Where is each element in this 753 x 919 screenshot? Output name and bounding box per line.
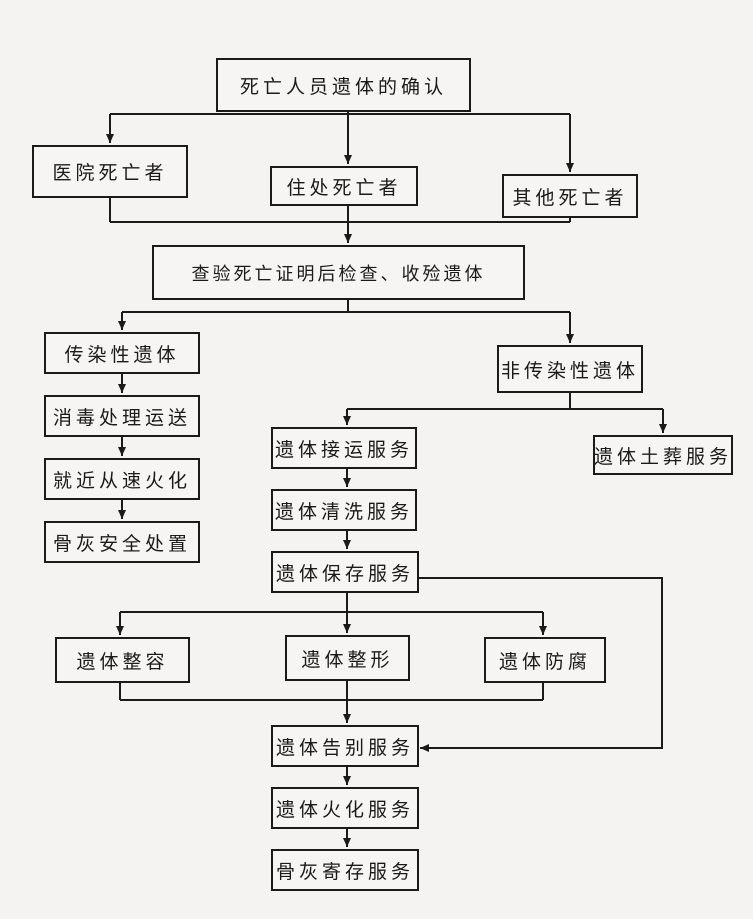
node-hospital-death: 医院死亡者 <box>32 145 188 198</box>
node-ash-disposal: 骨灰安全处置 <box>44 521 200 563</box>
edge-storage-farewell-bypass <box>419 577 663 752</box>
node-body-reshaping: 遗体整形 <box>285 635 410 681</box>
node-body-preservation: 遗体防腐 <box>484 637 606 683</box>
node-other-death: 其他死亡者 <box>502 174 638 218</box>
node-infectious-body: 传染性遗体 <box>44 332 200 374</box>
node-body-storage-service: 遗体保存服务 <box>271 551 419 593</box>
node-body-makeup: 遗体整容 <box>55 637 190 683</box>
node-residence-death: 住处死亡者 <box>270 166 418 206</box>
node-burial-service: 遗体土葬服务 <box>593 435 733 475</box>
node-noninfectious-body: 非传染性遗体 <box>497 345 643 393</box>
node-inspect-certificate: 查验死亡证明后检查、收殓遗体 <box>152 245 525 300</box>
node-farewell-service: 遗体告别服务 <box>271 725 419 767</box>
node-body-washing-service: 遗体清洗服务 <box>271 489 417 531</box>
node-cremate-nearby: 就近从速火化 <box>44 458 200 500</box>
node-ash-storage-service: 骨灰寄存服务 <box>271 849 419 891</box>
node-cremation-service: 遗体火化服务 <box>271 787 419 829</box>
node-body-confirmation: 死亡人员遗体的确认 <box>216 58 471 112</box>
node-body-transport-service: 遗体接运服务 <box>271 427 417 469</box>
node-disinfect-transport: 消毒处理运送 <box>44 395 200 437</box>
